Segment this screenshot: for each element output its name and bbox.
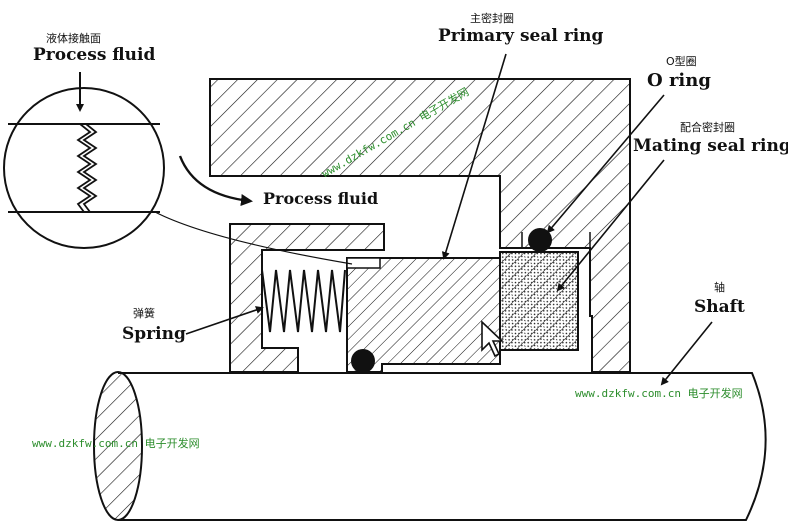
o-ring-top (521, 228, 591, 252)
primary-seal-leader (441, 53, 507, 260)
mating-seal-ring (499, 251, 579, 351)
mating-seal-label-cn: 配合密封圈 (680, 121, 735, 134)
spring (261, 269, 346, 333)
leader-arrows (76, 53, 713, 386)
mating-seal-label-en: Mating seal ring (633, 136, 788, 156)
o-ring-label-cn: O型圈 (666, 55, 697, 68)
process-fluid-arrow-label: Process fluid (263, 189, 379, 208)
shaft-label-en: Shaft (694, 297, 745, 317)
primary-seal-label-en: Primary seal ring (438, 26, 604, 46)
spring-retainer (229, 223, 385, 373)
watermark-right: www.dzkfw.com.cn 电子开发网 (575, 387, 743, 400)
o-ring-bottom (351, 349, 375, 373)
o-ring-leader (546, 94, 665, 234)
process-fluid-label-en: Process fluid (33, 45, 156, 65)
magnifier-leader (154, 211, 353, 265)
spring-label-en: Spring (122, 324, 186, 344)
shaft-label-cn: 轴 (714, 281, 725, 294)
mating-seal-leader (556, 159, 665, 292)
o-ring-label-en: O ring (647, 70, 711, 91)
process-fluid-label-cn: 液体接触面 (46, 32, 101, 45)
shaft (93, 371, 767, 521)
primary-seal-label-cn: 主密封圈 (470, 12, 514, 25)
process-fluid-flow-arrow (178, 155, 253, 206)
spring-leader (185, 306, 264, 335)
contact-surface-magnifier (3, 87, 165, 249)
spring-label-cn: 弹簧 (133, 307, 155, 320)
watermark-left: www.dzkfw.com.cn 电子开发网 (32, 437, 200, 450)
cursor-arrow-icon (481, 320, 505, 358)
shaft-leader (660, 321, 713, 386)
gland-housing (209, 78, 631, 373)
